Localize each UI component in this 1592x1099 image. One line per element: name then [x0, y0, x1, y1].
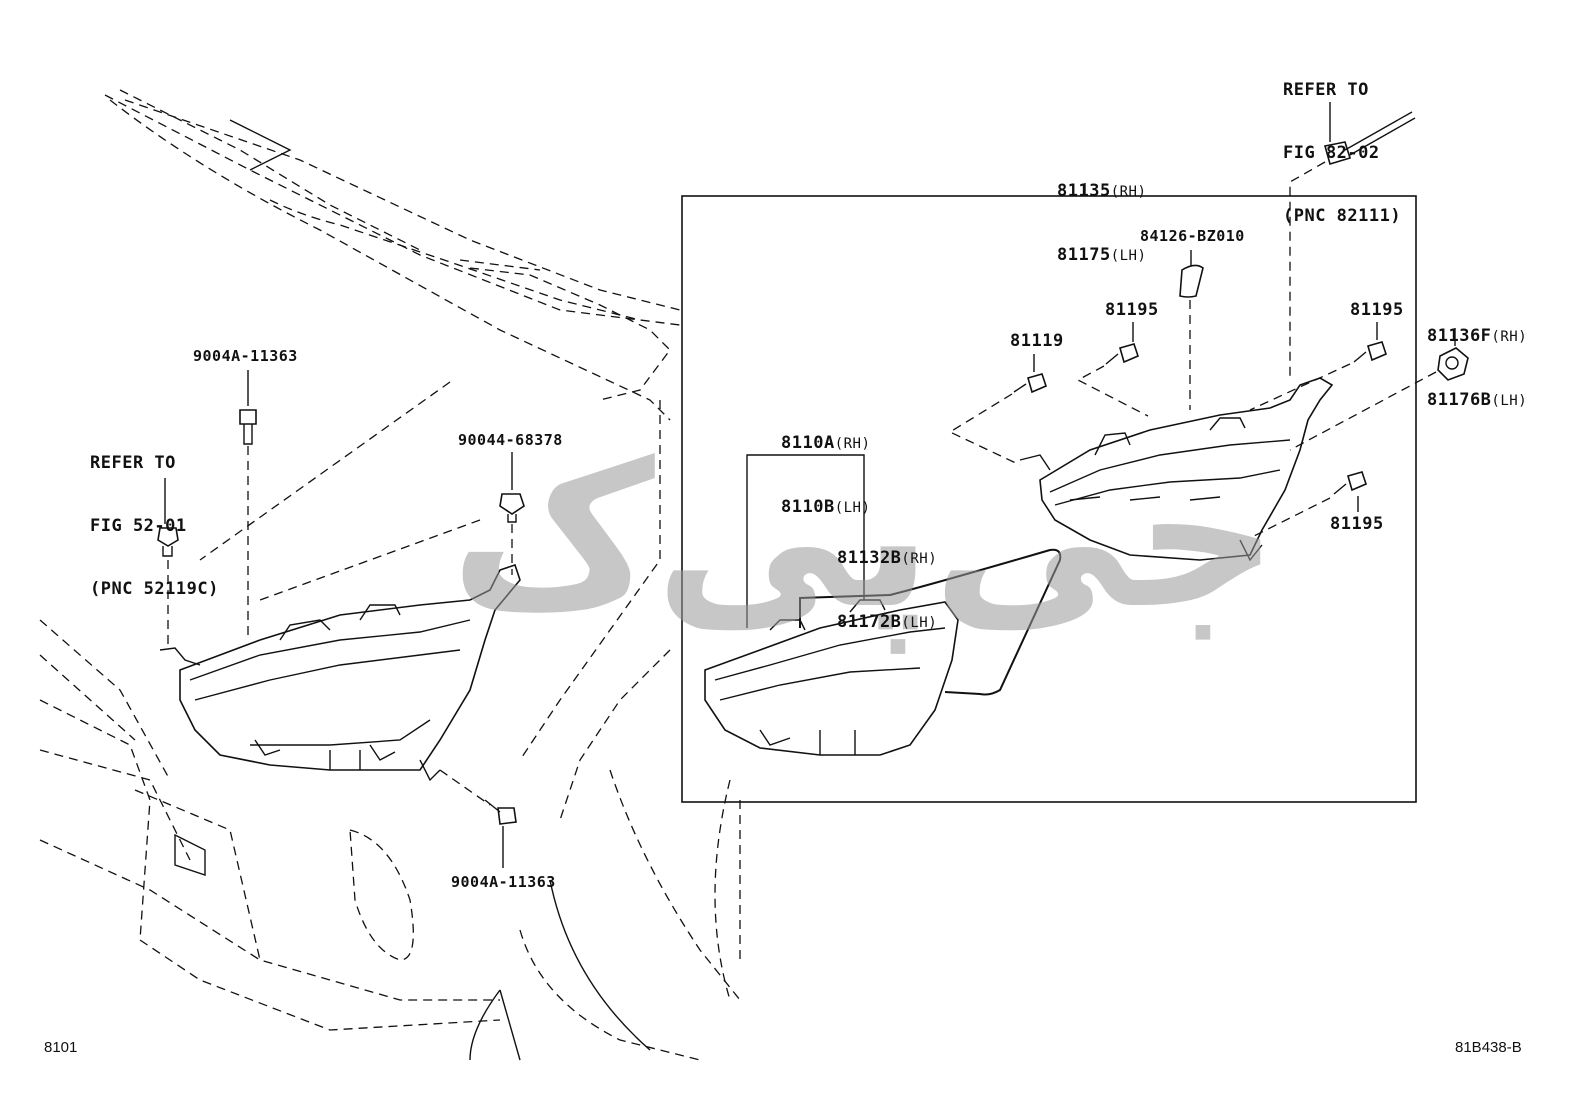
label-81136f: 81136F(RH) 81176B(LH) — [1427, 284, 1527, 433]
label-refer-82: REFER TO FIG 82-02 (PNC 82111) — [1283, 38, 1401, 248]
cap-81136f-drawing — [1437, 347, 1469, 381]
part-81132b: 81132B — [837, 548, 902, 568]
suffix-rh: (RH) — [901, 551, 938, 567]
part-8110b: 8110B — [781, 497, 835, 517]
headlamp-installed-drawing — [159, 563, 521, 782]
suffix-lh: (LH) — [1491, 393, 1528, 409]
suffix-rh: (RH) — [1491, 329, 1528, 345]
suffix-lh: (LH) — [834, 500, 871, 516]
figure-code: 81B438-B — [1455, 1039, 1522, 1056]
connector-82111-drawing — [1323, 111, 1416, 166]
refer-52-line1: REFER TO — [90, 453, 176, 473]
bolt-bottom-drawing — [484, 799, 517, 825]
label-81119: 81119 — [1010, 331, 1064, 351]
headlamp-exploded-drawing — [1019, 377, 1334, 562]
label-90044: 90044-68378 — [458, 431, 563, 449]
part-81175: 81175 — [1057, 245, 1111, 265]
part-8110a: 8110A — [781, 433, 835, 453]
bolt-top-drawing — [239, 409, 257, 445]
label-9004a-bottom: 9004A-11363 — [451, 873, 556, 891]
refer-82-line2: FIG 82-02 — [1283, 143, 1380, 163]
part-81172b: 81172B — [837, 612, 902, 632]
label-81195-c: 81195 — [1330, 514, 1384, 534]
exploded-view-frame — [681, 195, 1417, 803]
leader-8110a-bracket — [746, 454, 865, 628]
part-81135: 81135 — [1057, 181, 1111, 201]
suffix-rh: (RH) — [1110, 184, 1147, 200]
label-8110a: 8110A(RH) 8110B(LH) — [781, 391, 870, 540]
left-leader-lines — [164, 370, 513, 868]
screw-81195-lower-drawing — [1333, 471, 1367, 495]
headlamp-unit-drawing — [704, 599, 959, 756]
suffix-lh: (LH) — [901, 615, 938, 631]
label-81135: 81135(RH) 81175(LH) — [1057, 139, 1146, 288]
vehicle-body-outline — [39, 89, 741, 1061]
screw-81119-drawing — [1013, 373, 1047, 394]
refer-82-line3: (PNC 82111) — [1283, 206, 1402, 226]
nut-90044-drawing — [499, 493, 525, 523]
label-81195-b: 81195 — [1350, 300, 1404, 320]
bracket-84126-drawing — [1179, 264, 1204, 298]
page-number: 8101 — [44, 1039, 78, 1056]
suffix-lh: (LH) — [1110, 248, 1147, 264]
refer-82-line1: REFER TO — [1283, 80, 1369, 100]
label-refer-52: REFER TO FIG 52-01 (PNC 52119C) — [90, 411, 219, 621]
refer-52-line2: FIG 52-01 — [90, 516, 187, 536]
screw-81195-right-drawing — [1353, 341, 1387, 363]
screw-81195-left-drawing — [1105, 343, 1139, 365]
part-81136f: 81136F — [1427, 326, 1492, 346]
wire-harness-drawing — [799, 548, 1062, 696]
watermark-text: جی‌پی‌ک — [450, 420, 1279, 653]
right-leader-lines — [948, 102, 1456, 539]
clip-52119c-drawing — [157, 527, 179, 557]
refer-52-line3: (PNC 52119C) — [90, 579, 219, 599]
label-84126: 84126-BZ010 — [1140, 227, 1245, 245]
label-81195-a: 81195 — [1105, 300, 1159, 320]
label-9004a-top: 9004A-11363 — [193, 347, 298, 365]
part-81176b: 81176B — [1427, 390, 1492, 410]
label-81132b: 81132B(RH) 81172B(LH) — [837, 506, 937, 655]
suffix-rh: (RH) — [834, 436, 871, 452]
